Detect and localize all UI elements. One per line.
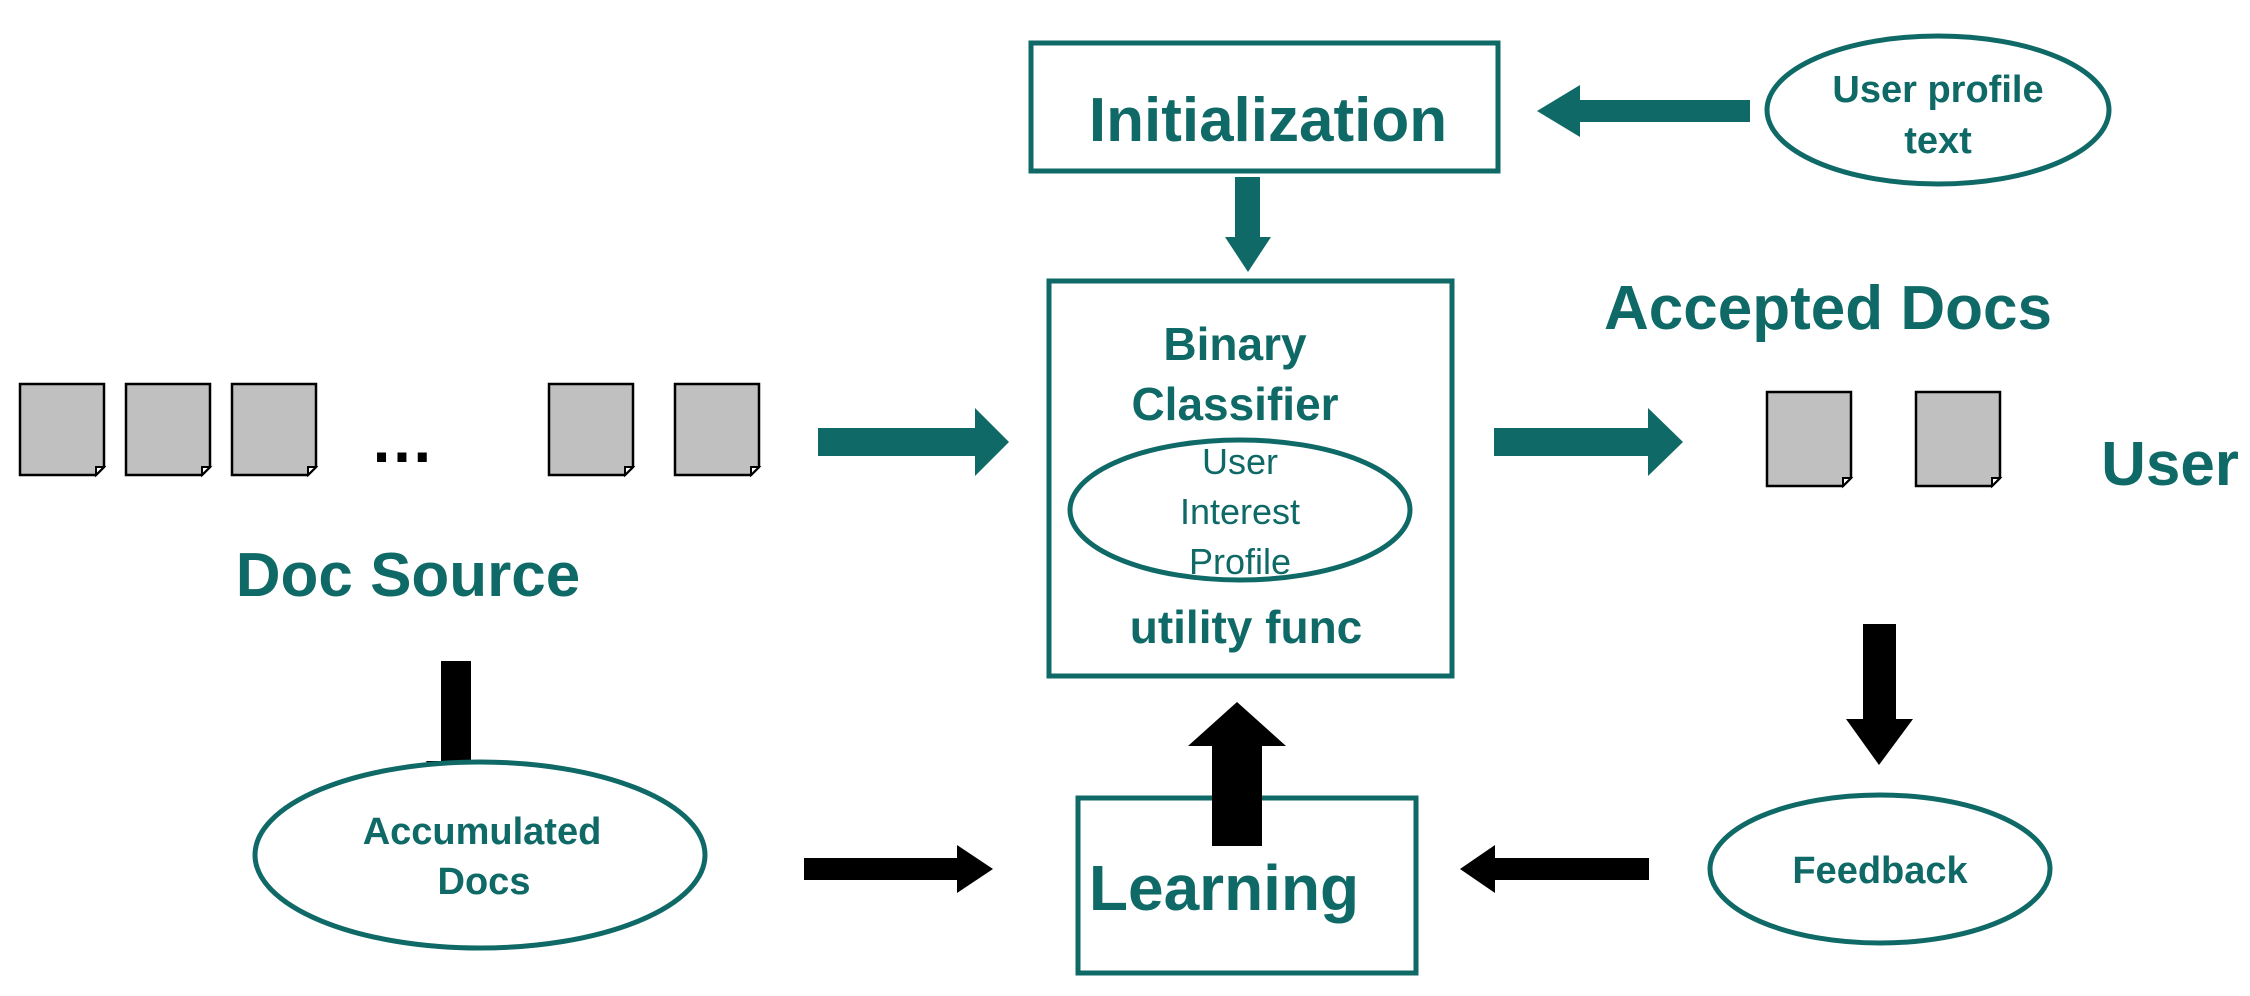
user-label: User — [2101, 430, 2239, 499]
accumulated-docs-label-line2: Docs — [438, 861, 531, 903]
source-doc-1 — [18, 382, 107, 478]
arrow-learning-to-classifier — [1188, 702, 1286, 846]
feedback-node: Feedback — [1707, 792, 2053, 946]
initialization-box — [1028, 40, 1501, 174]
initialization-node: Initialization — [1028, 40, 1501, 174]
initialization-label: Initialization — [1089, 86, 1447, 155]
binary-classifier-label-line1: Binary — [1163, 318, 1307, 370]
doc-source-label: Doc Source — [236, 541, 581, 610]
learning-box — [1075, 795, 1419, 976]
arrow-profile-to-initialization — [1537, 85, 1750, 137]
source-doc-5 — [673, 382, 762, 478]
doc-source-ellipsis: … — [370, 404, 434, 476]
source-doc-3 — [230, 382, 319, 478]
user-interest-profile-line2: Interest — [1180, 491, 1300, 532]
user-interest-profile-line3: Profile — [1189, 541, 1291, 582]
binary-classifier-node: Binary Classifier User Interest Profile … — [1046, 278, 1455, 679]
doc-source-group: … Doc Source — [18, 382, 762, 610]
arrow-user-to-feedback — [1846, 624, 1913, 765]
user-interest-profile-ellipse — [1067, 437, 1413, 583]
source-doc-2 — [124, 382, 213, 478]
arrow-initialization-to-classifier — [1225, 177, 1271, 272]
user-profile-text-node: User profile text — [1764, 33, 2112, 187]
user-profile-ellipse — [1764, 33, 2112, 187]
accepted-doc-2 — [1914, 390, 2003, 489]
accepted-docs-label: Accepted Docs — [1604, 274, 2052, 343]
accumulated-docs-node: Accumulated Docs — [252, 759, 708, 951]
accepted-docs-group: Accepted Docs — [1604, 274, 2052, 489]
learning-node: Learning — [1075, 795, 1419, 976]
accumulated-docs-label-line1: Accumulated — [363, 811, 602, 853]
user-profile-label-line2: text — [1904, 120, 1972, 162]
feedback-label: Feedback — [1792, 850, 1968, 892]
arrow-classifier-to-accepted — [1494, 408, 1683, 476]
utility-func-label: utility func — [1130, 601, 1363, 653]
source-doc-4 — [547, 382, 636, 478]
accumulated-docs-ellipse — [252, 759, 708, 951]
user-profile-label-line1: User profile — [1832, 69, 2043, 111]
feedback-ellipse — [1707, 792, 2053, 946]
binary-classifier-box — [1046, 278, 1455, 679]
learning-label: Learning — [1089, 852, 1359, 924]
user-interest-profile-line1: User — [1202, 441, 1278, 482]
arrow-source-to-classifier — [818, 408, 1009, 476]
accepted-doc-1 — [1765, 390, 1854, 489]
arrow-feedback-to-learning — [1460, 845, 1649, 893]
arrow-accumulated-to-learning — [804, 845, 993, 893]
binary-classifier-label-line2: Classifier — [1131, 378, 1338, 430]
